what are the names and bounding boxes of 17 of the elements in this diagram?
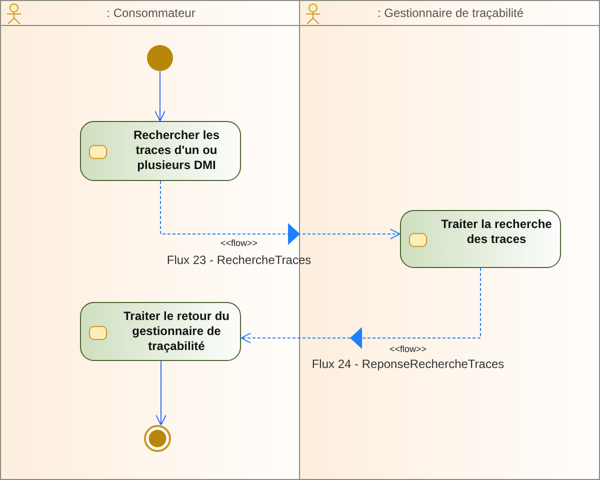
control-arrow (156, 360, 166, 426)
control-arrow (154, 70, 166, 122)
final-node (144, 425, 171, 452)
lane-title: : Consommateur (106, 6, 196, 20)
stereotype-label: <<flow>> (389, 344, 427, 354)
action-label: Rechercher les traces d'un ou plusieurs DMI (132, 128, 221, 173)
initial-node (147, 45, 173, 71)
flow-arrow (240, 268, 481, 344)
lane-title: : Gestionnaire de traçabilité (377, 6, 524, 20)
action-box (80, 121, 241, 181)
flow-arrow (160, 180, 400, 240)
action-box (80, 302, 241, 361)
edge-label: Flux 24 - ReponseRechercheTraces (312, 357, 504, 371)
action-label: Traiter le retour du gestionnaire de traçabilité (122, 309, 231, 354)
action-box (400, 210, 561, 268)
stereotype-label: <<flow>> (220, 238, 258, 248)
action-label: Traiter la recherche des traces (440, 217, 553, 247)
